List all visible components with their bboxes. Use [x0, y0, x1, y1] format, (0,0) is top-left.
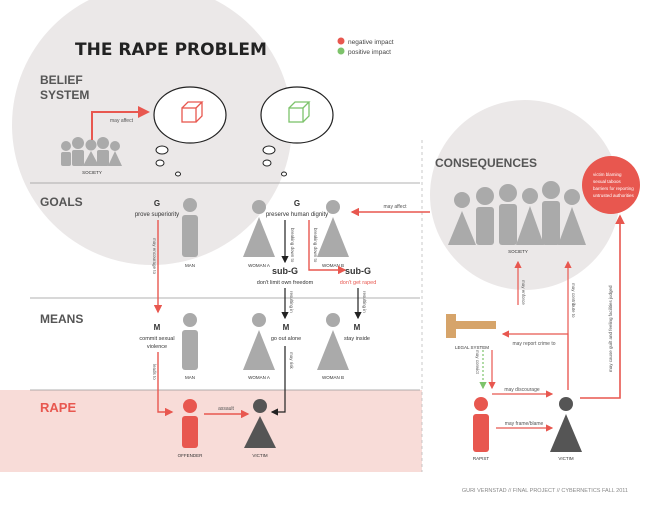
side-arrow-label: may cause guilt and feeling facilities j… [608, 285, 613, 372]
rape-heading: RAPE [40, 400, 76, 415]
means-heading: MEANS [40, 312, 83, 326]
woman-a-figure-means [243, 313, 275, 370]
woman-a-figure-goals [243, 200, 275, 257]
man-label-means: MAN [185, 375, 195, 380]
go-out-alone: go out alone [271, 336, 301, 342]
red-cube-icon [181, 101, 204, 123]
rape-band [0, 390, 422, 472]
prove-superiority: prove superiority [135, 212, 179, 218]
may-affect-label: may affect [110, 118, 134, 124]
man-label-goals: MAN [185, 263, 195, 268]
victim-label: VICTIM [252, 453, 268, 458]
victim2-label: VICTIM [558, 456, 574, 461]
woman-b-label-goals: WOMAN B [322, 263, 344, 268]
leads-to-arrow [157, 352, 174, 417]
man-figure-goals [182, 198, 198, 257]
legend-negative: negative impact [348, 39, 394, 46]
woman-a-label-goals: WOMAN A [248, 263, 270, 268]
woman-b-figure-goals [317, 200, 349, 257]
woman-b-label-means: WOMAN B [322, 375, 344, 380]
dont-limit-freedom: don't limit own freedom [257, 280, 314, 286]
breakdown-arrow-b [308, 220, 347, 275]
belief-circle [12, 0, 292, 265]
commit-line2: violence [147, 344, 167, 350]
legend-positive: positive impact [348, 49, 391, 56]
system-heading: SYSTEM [40, 88, 89, 102]
consequences-heading: CONSEQUENCES [435, 156, 537, 170]
preserve-dignity: preserve human dignity [266, 212, 328, 218]
commit-line1: commit sexual [139, 336, 174, 342]
bubble-item-3: barriers for reporting [593, 186, 634, 191]
page-title: THE RAPE PROBLEM [75, 40, 267, 60]
sub-g-a: sub-G [272, 266, 298, 276]
leads-to-label: leads to [152, 364, 157, 380]
green-cube-icon [288, 101, 311, 123]
sub-g-b: sub-G [345, 266, 371, 276]
may-affect-arrow [91, 106, 150, 140]
consequences-bubble [582, 156, 640, 214]
victim2-figure [550, 397, 582, 452]
resulting-in-a: resulting in [289, 291, 294, 313]
may-report-label: may report crime to [512, 341, 555, 347]
rapist-label: RAPIST [473, 456, 490, 461]
may-contribute-label: may contribute to [571, 283, 576, 318]
positive-legend-dot [337, 47, 345, 55]
thought-bubble-negative [153, 86, 227, 177]
stay-inside: stay inside [344, 336, 370, 342]
may-convict-label: may convict [475, 350, 480, 375]
bubble-item-2: sexual taboos [593, 179, 622, 184]
may-encourage-label: may encourage to [152, 238, 157, 275]
offender-figure [182, 399, 198, 448]
gavel-icon [446, 314, 496, 338]
breaking-down-a: breaking down to [290, 228, 295, 263]
means-m-man: M [154, 323, 161, 332]
thought-bubble-positive [260, 86, 334, 177]
breaking-down-b: breaking down to [313, 228, 318, 263]
goal-g-women: G [294, 199, 300, 208]
side-arrow [580, 214, 625, 399]
society-large-label: SOCIETY [508, 249, 528, 254]
society-crowd-icon [61, 137, 122, 166]
resulting-in-b: resulting in [362, 291, 367, 313]
may-risk-label: may risk [289, 352, 294, 369]
may-discourage-label: may discourage [504, 387, 540, 393]
woman-a-label-means: WOMAN A [248, 375, 270, 380]
bubble-item-1: victim blaming [593, 172, 622, 177]
means-m-a: M [283, 323, 290, 332]
assault-label: assault [218, 406, 234, 412]
may-frame-label: may frame/blame [505, 421, 544, 427]
may-affect-society-label: may affect [384, 204, 408, 210]
man-figure-means [182, 313, 198, 370]
dont-get-raped: don't get raped [340, 280, 377, 286]
goal-g-man: G [154, 199, 160, 208]
footer-credit: GURI VERNSTAD // FINAL PROJECT // CYBERN… [462, 488, 628, 494]
legal-system-label: LEGAL SYSTEM [455, 345, 489, 350]
goals-heading: GOALS [40, 195, 83, 209]
bubble-item-4: untrusted authorities [593, 193, 635, 198]
may-enforce-label: may enforce [521, 280, 526, 305]
belief-heading: BELIEF [40, 73, 83, 87]
society-label: SOCIETY [82, 170, 102, 175]
woman-b-figure-means [317, 313, 349, 370]
negative-legend-dot [337, 37, 345, 45]
offender-label: OFFENDER [178, 453, 204, 458]
may-risk-arrow [270, 346, 286, 416]
means-m-b: M [354, 323, 361, 332]
society-large-crowd-icon [448, 181, 586, 245]
victim-figure [244, 399, 276, 448]
rapist-figure [473, 397, 489, 452]
